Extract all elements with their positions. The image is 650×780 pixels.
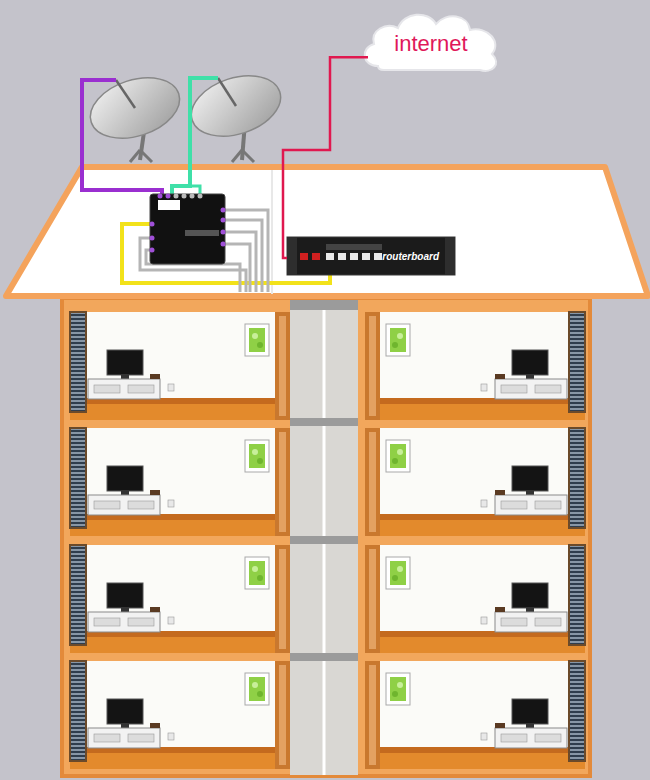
router-chassis	[287, 237, 455, 275]
roof	[6, 167, 648, 296]
cloud-label: internet	[394, 31, 467, 57]
brand-label: routerboard	[382, 251, 439, 262]
lnb-cable	[82, 80, 162, 196]
cloud-node: internet	[356, 4, 506, 78]
apartments	[70, 312, 585, 769]
building-wall	[62, 298, 590, 776]
multiswitch	[150, 194, 226, 265]
cloud-outline	[365, 15, 496, 71]
router-node: routerboard	[287, 237, 455, 275]
stairwell	[290, 300, 358, 775]
lnb-cable	[172, 78, 218, 196]
network-cable	[283, 57, 368, 258]
